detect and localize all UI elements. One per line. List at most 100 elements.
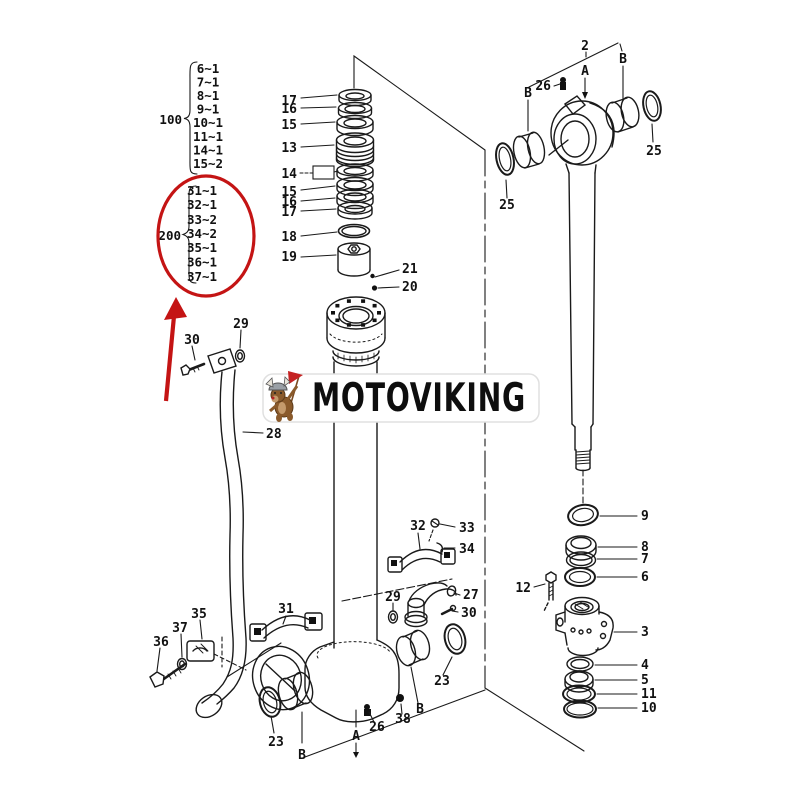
list-item: 8~1 [197,88,220,103]
rod-eye-bushing-right [605,96,640,133]
logo-flag [288,371,303,384]
group-100-brace [183,61,198,175]
seal-5 [564,670,594,693]
callout-9: 9 [641,509,649,524]
callout-25-left: 25 [499,198,515,213]
callout-b-bottom-left: B [298,748,306,763]
callout-15-lower: 15 [281,185,297,200]
list-item: 15~2 [193,156,223,171]
callout-28: 28 [266,427,282,442]
bottom-leaders [270,656,453,754]
clamp-block-35 [186,640,215,662]
callout-8: 8 [641,540,649,555]
callout-31: 31 [278,602,294,617]
list-item: 31~1 [187,183,217,198]
pipe-clamp-32 [387,548,456,573]
bolt-36 [149,662,187,688]
washer-29-top [234,349,246,363]
rod-eye-bushing-left [512,131,546,169]
gland-stack [543,503,614,719]
list-item: 10~1 [193,115,223,130]
list-item: 35~1 [187,240,217,255]
plug-38 [396,694,404,702]
ring-4 [566,656,594,672]
callout-23-left: 23 [268,735,284,750]
callout-32: 32 [410,519,426,534]
callout-b-top-right: B [619,52,627,67]
callout-18: 18 [281,230,297,245]
callout-33: 33 [459,521,475,536]
callout-29-bottom: 29 [385,590,401,605]
callout-17-upper: 17 [281,94,297,109]
bolt-30-top [180,362,206,376]
callout-b-bottom-right: B [416,702,424,717]
callout-a-top: A [581,64,589,79]
callout-14: 14 [281,167,297,182]
cylinder-bottom-cap [251,639,404,723]
callout-17-lower: 17 [281,205,297,220]
callout-19: 19 [281,250,297,265]
callout-26-top: 26 [535,79,551,94]
callout-38: 38 [395,712,411,727]
set-pin-21 [370,273,375,279]
gland-3 [555,596,614,657]
callout-a-bottom: A [352,729,360,744]
callout-4: 4 [641,658,649,673]
grease-fitting-26-top [560,77,566,83]
watermark: MOTOVIKING [262,371,540,423]
elbow-pipe-27 [404,582,457,628]
callout-37: 37 [172,621,188,636]
rod-top-labels: 2 A B B 25 25 [499,39,662,213]
bottom-right-bushing [395,629,431,667]
list-item: 32~1 [187,197,217,212]
grease-fitting-26-stem [364,709,371,716]
ring-25-left [495,142,515,176]
list-item: 9~1 [197,102,220,117]
list-item: 37~1 [187,269,217,284]
callout-5: 5 [641,673,649,688]
leaders-35-36-37 [156,619,203,672]
callout-10: 10 [641,701,657,716]
viking-dog-logo [265,371,303,422]
callout-15-upper: 15 [281,118,297,133]
callout-16-upper: 16 [281,102,297,117]
group-200-brace [181,185,197,284]
group-200-label: 200 [158,228,181,243]
long-pipe-28 [195,348,247,719]
leaders-32-33-34 [417,523,456,550]
leader-27 [453,592,461,596]
seal-stack [335,88,378,291]
leader-31 [282,615,287,625]
screw-33 [430,518,440,528]
callout-23-right: 23 [434,674,450,689]
callout-25-right: 25 [646,144,662,159]
bottom-labels: 23 B A 26 38 B 23 [268,674,450,763]
cylinder-head-flange [326,296,386,367]
group-200-items: 31~1 32~1 33~2 34~2 35~1 36~1 37~1 [187,183,217,284]
piston-rod-assembly [495,42,662,472]
pipe-clamp-31 [249,612,323,642]
callout-20: 20 [402,280,418,295]
callout-2: 2 [581,39,589,54]
washer-29-bottom [387,610,399,624]
callout-30-top: 30 [184,333,200,348]
red-arrow [163,297,187,402]
leader-30-bottom [451,610,459,613]
watermark-band [262,373,540,423]
clip-34 [436,542,444,553]
ring-9 [567,503,599,527]
seal-stack-labels: 17 16 15 13 14 15 16 17 18 19 [281,94,297,265]
callout-30-bottom: 30 [461,606,477,621]
callout-6: 6 [641,570,649,585]
red-highlight-ellipse [156,174,256,298]
grease-fitting-26-bottom [364,704,370,710]
bottom-left-ring-23 [258,686,282,718]
watermark-brand-text: MOTOVIKING [312,376,526,421]
ring-10 [563,699,597,719]
list-item: 34~2 [187,226,217,241]
parts-list-group-100: 100 6~1 7~1 8~1 9~1 10~1 11~1 14~1 15~2 [159,61,223,175]
list-item: 6~1 [197,61,220,76]
gland-stack-leaders [533,515,638,709]
